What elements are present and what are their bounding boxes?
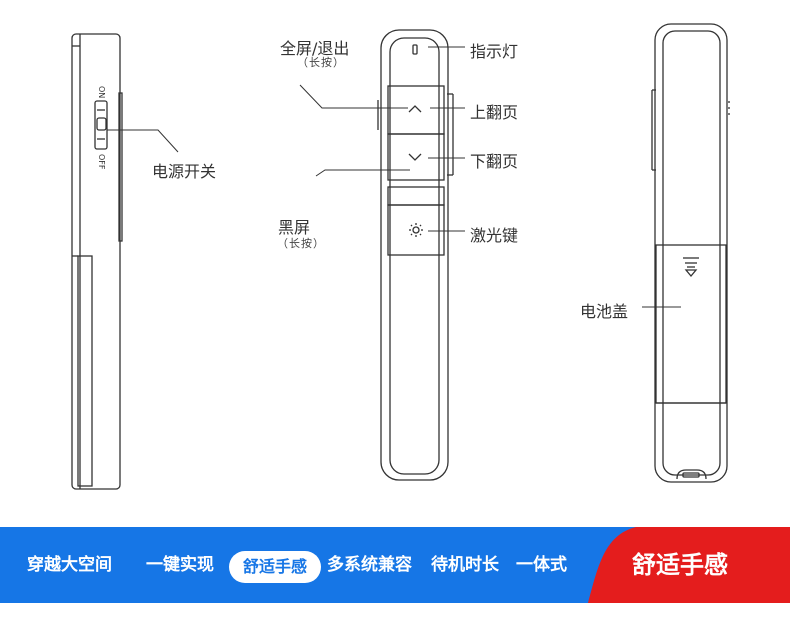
feature-banner: 穿越大空间 一键实现 舒适手感 多系统兼容 待机时长 一体式 舒适手感 <box>0 527 790 603</box>
feature-tab-space[interactable]: 穿越大空间 <box>27 555 112 575</box>
side-view-device <box>71 33 123 490</box>
highlight-red-tab <box>588 527 790 603</box>
label-laser-key: 激光键 <box>470 226 519 245</box>
leader-lines <box>107 46 681 308</box>
feature-tab-comfort-selected[interactable]: 舒适手感 <box>229 551 321 583</box>
front-view-device <box>377 29 454 481</box>
feature-tab-one-key[interactable]: 一键实现 <box>146 555 214 575</box>
feature-tab-compatibility[interactable]: 多系统兼容 <box>327 555 412 575</box>
feature-tab-standby[interactable]: 待机时长 <box>431 555 499 575</box>
label-black-screen: 黑屏 <box>278 218 311 237</box>
highlight-title: 舒适手感 <box>632 551 728 579</box>
switch-on-text: ON <box>97 86 106 98</box>
label-power-switch: 电源开关 <box>152 162 217 181</box>
label-page-up: 上翻页 <box>470 103 519 122</box>
label-indicator-light: 指示灯 <box>470 42 519 61</box>
label-fullscreen-exit: 全屏/退出 <box>280 39 350 58</box>
product-diagram: ON OFF <box>71 23 730 490</box>
label-black-screen-note: （长按） <box>277 237 325 250</box>
label-fullscreen-note: （长按） <box>297 56 345 69</box>
feature-tab-integrated[interactable]: 一体式 <box>516 555 567 575</box>
label-page-down: 下翻页 <box>470 152 519 171</box>
switch-off-text: OFF <box>97 154 106 170</box>
label-battery-cover: 电池盖 <box>580 302 629 321</box>
back-view-device <box>651 23 730 483</box>
